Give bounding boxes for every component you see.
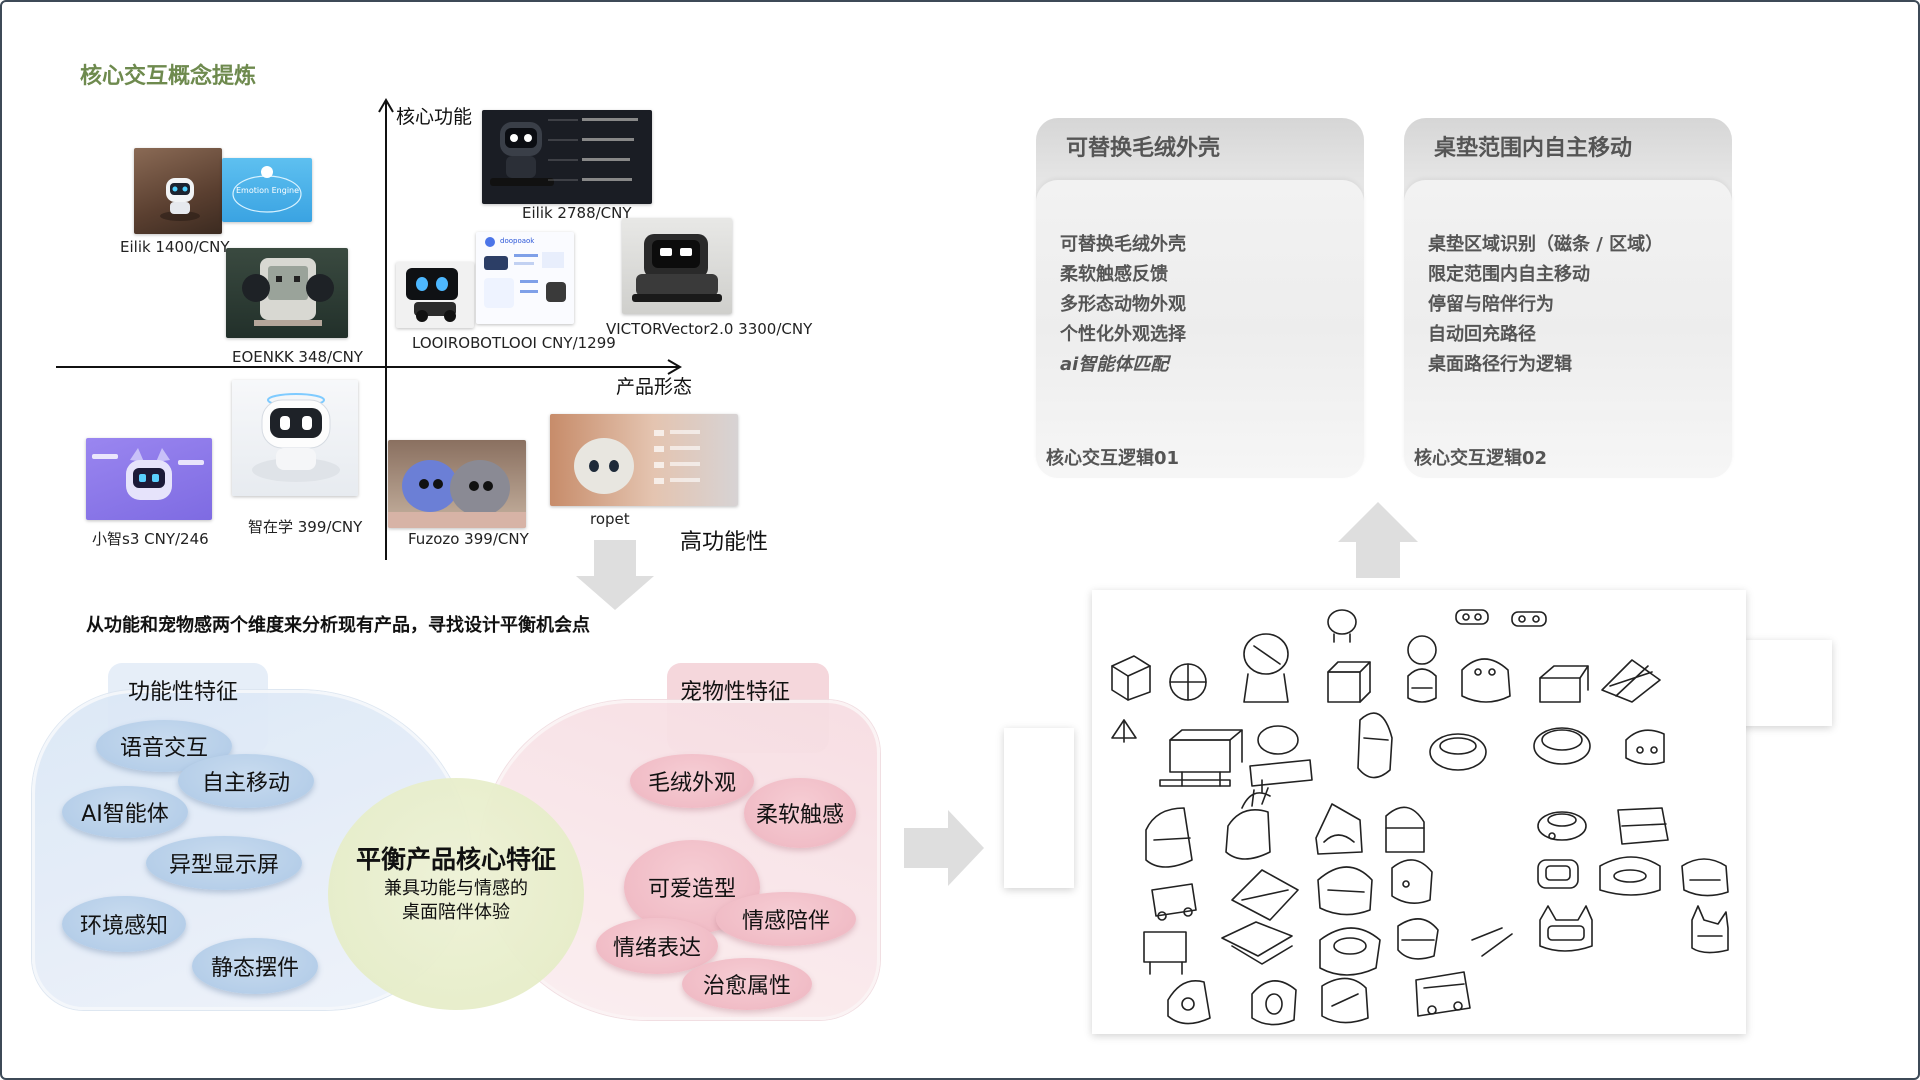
doopoaok-text: doopoaok	[500, 237, 535, 245]
slide-title: 核心交互概念提炼	[80, 64, 257, 89]
quadrant-label: 高功能性	[680, 530, 769, 555]
feature-pill-sensing: 环境感知	[62, 896, 186, 952]
y-axis-label: 核心功能	[396, 106, 473, 128]
list-item: 桌垫区域识别（磁条 / 区域）	[1428, 234, 1664, 255]
round-robot-graphic	[252, 393, 340, 482]
poster-graphic	[484, 237, 566, 308]
feature-pill-ai-agent: AI智能体	[62, 786, 188, 838]
doopoaok-poster-image: doopoaok	[476, 232, 574, 324]
ropet-graphic	[574, 430, 700, 494]
concept-card-1-footer: 核心交互逻辑01	[1046, 448, 1180, 469]
feature-pill-companion: 情感陪伴	[716, 892, 856, 946]
pet-title: 宠物性特征	[680, 680, 791, 705]
concept-card-2-title: 桌垫范围内自主移动	[1434, 136, 1633, 161]
cat-robot-graphic	[92, 448, 204, 500]
concept-card-2-body	[1404, 180, 1732, 478]
robot-spec-graphic	[490, 118, 638, 186]
list-item: 可替换毛绒外壳	[1060, 234, 1186, 255]
phone-robot-graphic	[406, 268, 458, 322]
list-item: 自动回充路径	[1428, 324, 1536, 345]
product-label-eilik-1400: Eilik 1400/CNY	[120, 238, 230, 256]
product-label-eilik-2788: Eilik 2788/CNY	[522, 204, 632, 222]
emotion-engine-text: Emotion Engine	[236, 186, 300, 195]
emotion-engine-graphic	[232, 166, 302, 213]
feature-pill-voice: 语音交互	[96, 720, 232, 772]
eilik-product-image	[134, 148, 222, 234]
down-arrow-icon	[576, 540, 654, 610]
list-item: 个性化外观选择	[1060, 324, 1186, 345]
concept-card-2-footer: 核心交互逻辑02	[1414, 448, 1548, 469]
feature-pill-static: 静态摆件	[192, 938, 318, 994]
list-item: 停留与陪伴行为	[1428, 294, 1554, 315]
concept-sketches	[1111, 609, 1729, 1026]
list-item: 柔软触感反馈	[1060, 264, 1168, 285]
xiaozhi-product-image	[86, 438, 212, 520]
vector-product-image	[622, 218, 732, 314]
feature-pill-emotion: 情绪表达	[596, 918, 718, 974]
concept-card-1-body	[1036, 180, 1364, 478]
zhizaixue-product-image	[232, 380, 358, 496]
concept-card-1: 可替换毛绒外壳 可替换毛绒外壳 柔软触感反馈 多形态动物外观 个性化外观选择 a…	[1036, 118, 1364, 478]
plush-robot-graphic	[388, 460, 526, 528]
product-label-fuzozo: Fuzozo 399/CNY	[408, 530, 529, 548]
balance-sub-2: 桌面陪伴体验	[402, 902, 510, 923]
looi-product-image	[396, 262, 474, 328]
x-axis-arrow	[667, 359, 682, 375]
ropet-product-image	[550, 414, 738, 506]
list-item: 多形态动物外观	[1060, 294, 1186, 315]
concept-card-1-title: 可替换毛绒外壳	[1066, 136, 1221, 161]
sketch-panel	[1092, 590, 1746, 1034]
emotion-engine-image: Emotion Engine	[222, 158, 312, 222]
positioning-axes	[56, 98, 682, 560]
product-label-eoenkk: EOENKK 348/CNY	[232, 348, 363, 366]
eoenkk-product-image	[226, 248, 348, 338]
product-label-zhizaixue: 智在学 399/CNY	[248, 518, 363, 536]
analysis-subtitle: 从功能和宠物感两个维度来分析现有产品，寻找设计平衡机会点	[86, 615, 590, 636]
concept-card-2-list: 桌垫区域识别（磁条 / 区域） 限定范围内自主移动 停留与陪伴行为 自动回充路径…	[1428, 230, 1663, 380]
right-arrow-icon	[904, 810, 984, 886]
product-label-vector: VICTORVector2.0 3300/CNY	[606, 320, 813, 338]
functional-title: 功能性特征	[128, 680, 239, 705]
feature-pill-autonomous: 自主移动	[178, 754, 314, 808]
vector-robot-graphic	[632, 234, 722, 302]
feature-pill-plush: 毛绒外观	[630, 754, 754, 808]
up-arrow-icon	[1338, 502, 1418, 578]
list-item: 限定范围内自主移动	[1428, 264, 1590, 285]
eilik-pro-product-image	[482, 110, 652, 204]
feature-pill-display: 异型显示屏	[146, 836, 302, 890]
concept-card-1-list: 可替换毛绒外壳 柔软触感反馈 多形态动物外观 个性化外观选择 ai智能体匹配	[1060, 230, 1186, 380]
feature-pill-healing: 治愈属性	[682, 958, 812, 1010]
retro-screen-robot-graphic	[242, 258, 334, 326]
feature-pill-soft: 柔软触感	[744, 778, 856, 848]
balance-circle	[328, 778, 584, 1010]
fuzozo-product-image	[388, 440, 526, 528]
concept-card-2: 桌垫范围内自主移动 桌垫区域识别（磁条 / 区域） 限定范围内自主移动 停留与陪…	[1404, 118, 1732, 478]
sketch-panel-left	[1004, 728, 1074, 888]
list-item: ai智能体匹配	[1060, 354, 1169, 375]
balance-title: 平衡产品核心特征	[355, 845, 556, 874]
sketch-panel-right	[1742, 640, 1832, 726]
x-axis-label: 产品形态	[616, 376, 693, 398]
product-label-looi: LOOIROBOTLOOI CNY/1299	[412, 334, 616, 352]
list-item: 桌面路径行为逻辑	[1428, 354, 1572, 375]
y-axis-arrow	[378, 98, 394, 113]
balance-sub-1: 兼具功能与情感的	[384, 878, 528, 899]
product-label-ropet: ropet	[590, 510, 630, 528]
robot-figure-icon	[160, 178, 200, 221]
product-label-xiaozhi: 小智s3 CNY/246	[92, 530, 209, 548]
